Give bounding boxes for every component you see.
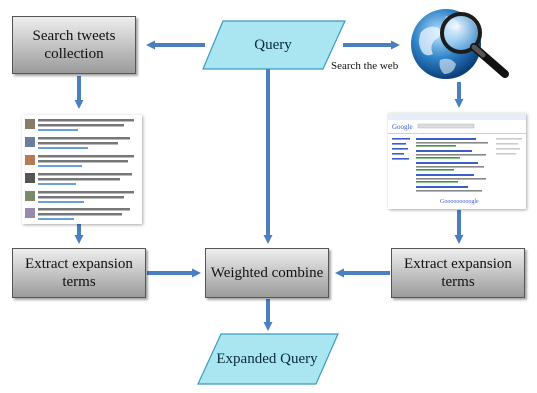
expanded-query-label: Expanded Query	[216, 351, 318, 367]
flow-arrows	[74, 40, 464, 331]
search-web-label: Search the web	[331, 60, 399, 72]
weighted-combine-box: Weighted combine	[205, 248, 329, 298]
extract-terms-left-label: Extract expansion terms	[25, 256, 133, 290]
extract-terms-left-box: Extract expansion terms	[12, 248, 146, 298]
query-label: Query	[254, 37, 292, 53]
search-tweets-label: Search tweets collection	[32, 28, 116, 62]
query-node: Query	[203, 21, 343, 69]
expanded-query-parallelogram	[197, 333, 339, 385]
weighted-combine-label: Weighted combine	[210, 265, 324, 281]
tweet-list-screenshot	[22, 115, 142, 224]
svg-text:Gooooooooogle: Gooooooooogle	[440, 199, 479, 205]
query-parallelogram	[202, 20, 346, 70]
expanded-query-node: Expanded Query	[198, 334, 336, 384]
search-engine-logo: Google	[392, 123, 413, 131]
extract-terms-right-box: Extract expansion terms	[391, 248, 525, 298]
search-tweets-box: Search tweets collection	[12, 16, 136, 74]
search-results-screenshot: Google Gooooooooogle	[388, 113, 526, 209]
globe-with-magnifier-icon	[411, 9, 509, 79]
extract-terms-right-label: Extract expansion terms	[404, 256, 512, 290]
